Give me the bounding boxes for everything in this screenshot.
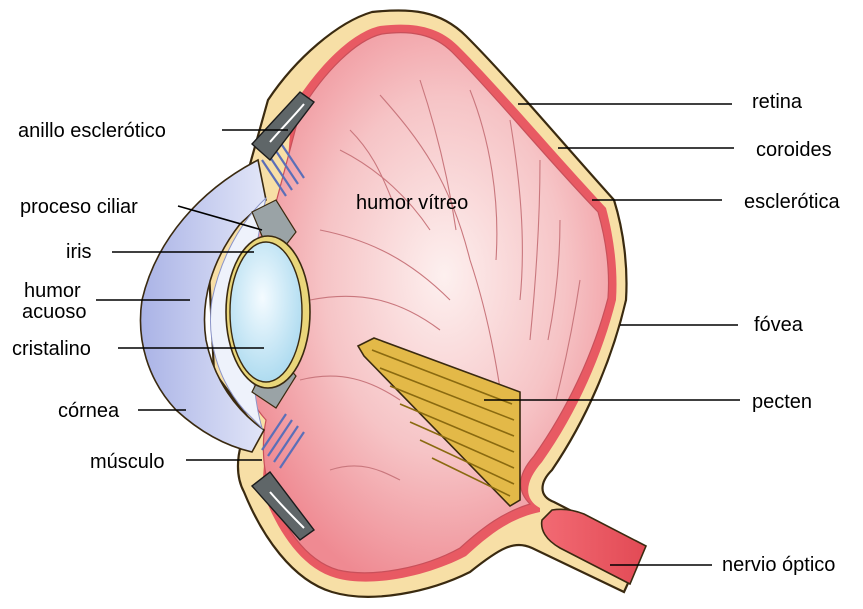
- label-cornea: córnea: [58, 400, 120, 422]
- label-humor-acuoso-line2: acuoso: [22, 301, 87, 323]
- label-humor-vitreo: humor vítreo: [356, 192, 468, 214]
- lens: [230, 242, 302, 382]
- label-fovea: fóvea: [754, 314, 804, 336]
- label-nervio-optico: nervio óptico: [722, 554, 835, 576]
- label-humor-acuoso-line1: humor: [24, 280, 81, 302]
- label-retina: retina: [752, 91, 803, 113]
- label-iris: iris: [66, 241, 92, 263]
- label-pecten: pecten: [752, 391, 812, 413]
- label-proceso-ciliar: proceso ciliar: [20, 196, 138, 218]
- label-cristalino: cristalino: [12, 338, 91, 360]
- label-anillo-esclerotico: anillo esclerótico: [18, 120, 166, 142]
- label-coroides: coroides: [756, 139, 832, 161]
- label-esclerotica: esclerótica: [744, 191, 840, 213]
- label-musculo: músculo: [90, 451, 164, 473]
